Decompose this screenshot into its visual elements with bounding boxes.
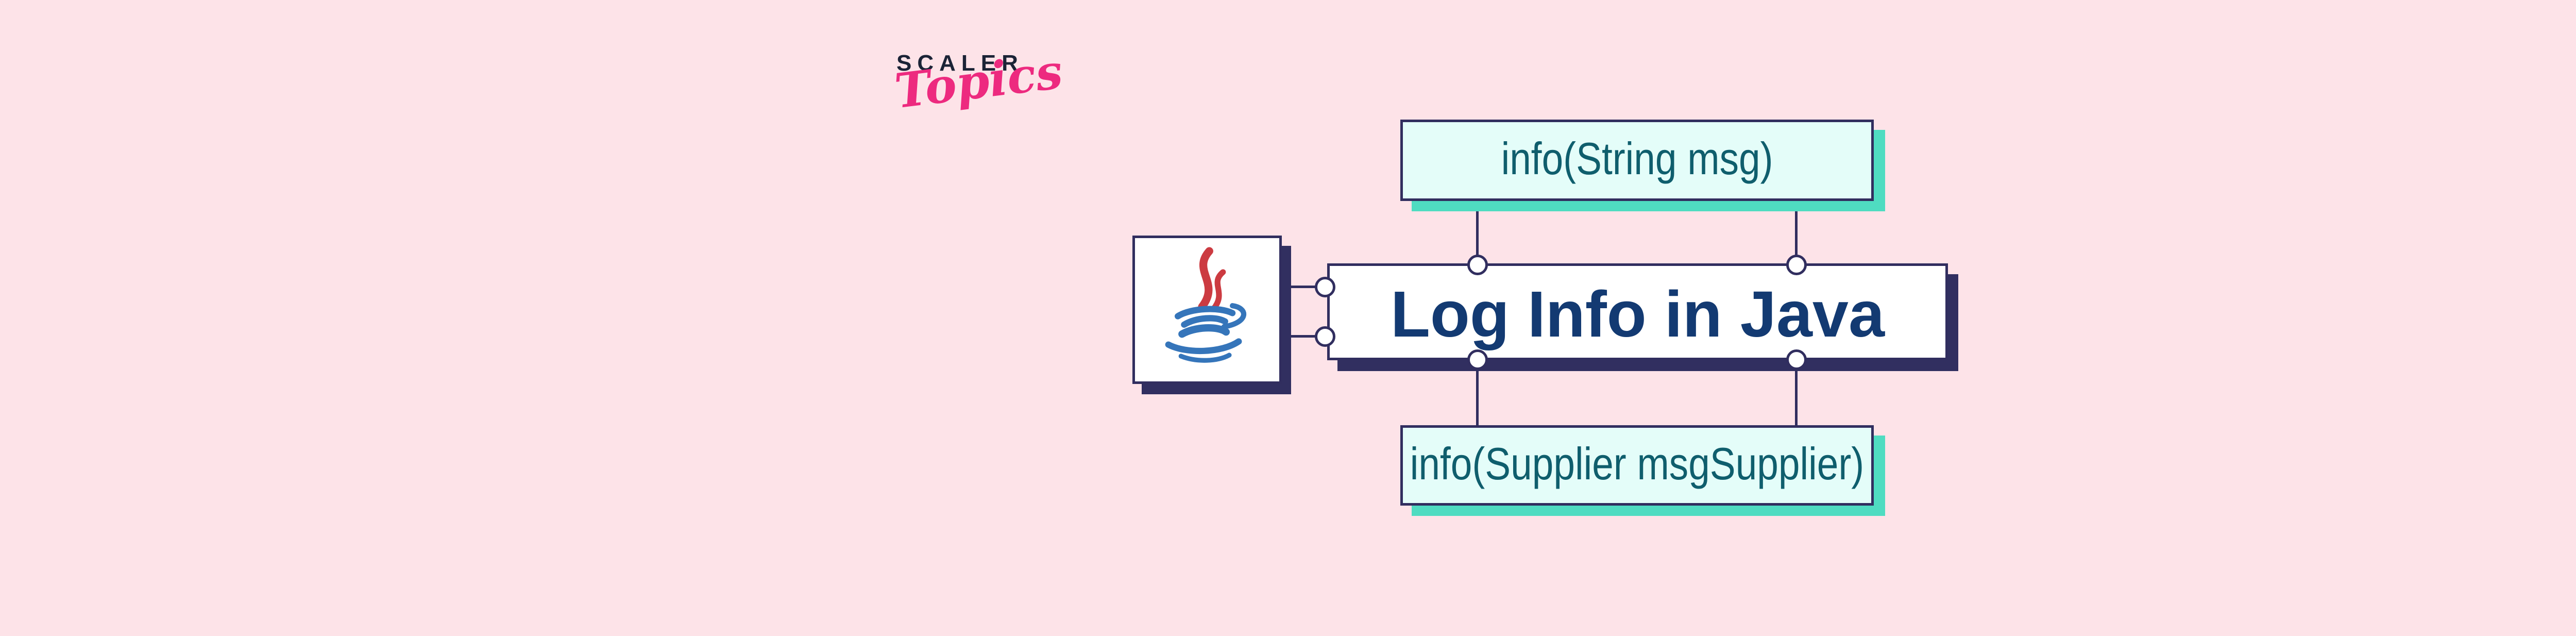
- connector-line-java-lower: [1283, 335, 1328, 338]
- connector-node-left-upper: [1315, 277, 1335, 297]
- connector-node-bottom-right: [1786, 349, 1807, 370]
- main-title: Log Info in Java: [1390, 277, 1885, 350]
- scaler-wordmark: SCALER: [896, 51, 1024, 76]
- connector-line-top-left: [1476, 200, 1479, 265]
- connector-node-bottom-left: [1467, 349, 1488, 370]
- method-box-info-supplier: info(Supplier msgSupplier): [1400, 425, 1874, 506]
- java-logo-icon: [1165, 247, 1246, 363]
- scaler-topics-logo: SCALER Topics: [892, 43, 1065, 138]
- method-box-info-string: info(String msg): [1400, 120, 1874, 201]
- connector-line-java-upper: [1283, 286, 1328, 288]
- connector-node-left-lower: [1315, 326, 1335, 347]
- connector-node-top-left: [1467, 255, 1488, 275]
- main-title-box: Log Info in Java: [1327, 263, 1948, 360]
- connector-line-top-right: [1795, 200, 1798, 265]
- method-label-info-string: info(String msg): [1501, 133, 1773, 184]
- java-logo-box: [1132, 236, 1282, 384]
- connector-node-top-right: [1786, 255, 1807, 275]
- method-label-info-supplier: info(Supplier msgSupplier): [1410, 438, 1865, 489]
- connector-line-bottom-right: [1795, 359, 1798, 426]
- connector-line-bottom-left: [1476, 359, 1479, 426]
